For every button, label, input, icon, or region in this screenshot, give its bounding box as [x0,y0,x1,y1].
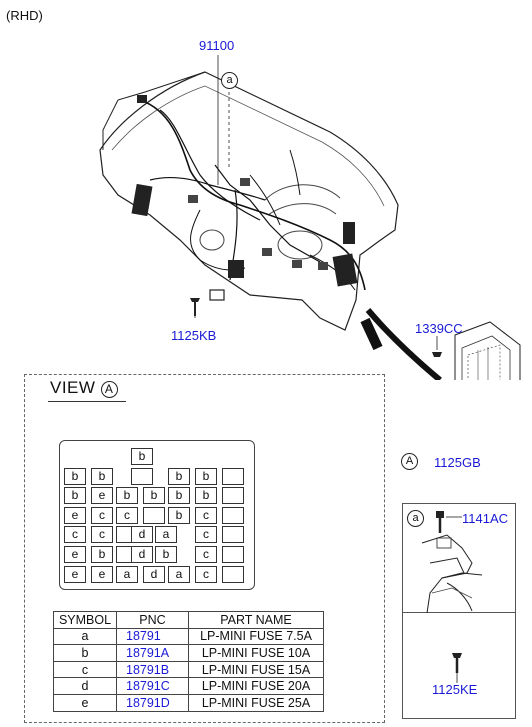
header-pnc: PNC [116,611,189,629]
callout-1339cc: 1339CC [415,321,463,336]
row-symbol: e [53,693,117,712]
marker-A-arrow: A [401,451,418,470]
fuse-slot-c: c [116,507,138,524]
row-symbol: d [53,677,117,695]
fuse-slot-c: c [91,507,113,524]
callout-1125gb: 1125GB [434,455,481,470]
fuse-slot-c: c [64,526,86,543]
header-part-name: PART NAME [188,611,324,629]
fuse-slot-empty [222,507,244,524]
callout-1141ac: 1141AC [462,511,509,526]
fuse-slot-c: c [195,566,217,583]
dashboard-harness-illustration [99,55,521,380]
fuse-slot-e: e [91,487,113,504]
fuse-slot-a: a [155,526,177,543]
fuse-slot-empty [222,487,244,504]
fuse-slot-b: b [168,507,190,524]
fuse-slot-b: b [168,487,190,504]
row-pnc-link[interactable]: 18791C [116,677,189,695]
fuse-slot-empty [222,526,244,543]
fuse-slot-empty [131,468,153,485]
row-symbol: a [53,627,117,646]
fuse-slot-a: a [168,566,190,583]
row-symbol: c [53,660,117,679]
row-pnc-link[interactable]: 18791 [116,627,189,646]
row-symbol: b [53,644,117,662]
marker-a-detail: a [407,508,424,527]
fuse-slot-b: b [91,546,113,563]
row-pnc-link[interactable]: 18791B [116,660,189,679]
row-part-name: LP-MINI FUSE 7.5A [188,627,324,646]
row-part-name: LP-MINI FUSE 25A [188,693,324,712]
fuse-slot-b: b [116,487,138,504]
rhd-label: (RHD) [6,8,43,23]
fuse-slot-b: b [143,487,165,504]
fuse-slot-c: c [195,507,217,524]
fuse-slot-empty [222,468,244,485]
fuse-slot-b: b [131,448,153,465]
fuse-slot-c: c [195,546,217,563]
fuse-slot-empty [222,546,244,563]
parts-table-header-row: SYMBOL PNC PART NAME [53,611,324,629]
fuse-slot-c: c [195,526,217,543]
callout-1125kb: 1125KB [171,328,217,343]
fuse-slot-b: b [91,468,113,485]
fuse-slot-b: b [64,487,86,504]
detail-a-panel [402,503,516,719]
row-part-name: LP-MINI FUSE 15A [188,660,324,679]
row-part-name: LP-MINI FUSE 10A [188,644,324,662]
detail-divider [402,612,515,613]
fuse-slot-d: d [143,566,165,583]
fuse-slot-b: b [155,546,177,563]
fuse-slot-d: d [131,526,153,543]
view-a-panel [24,374,385,723]
view-title-underline [48,401,126,402]
fuse-slot-b: b [195,487,217,504]
fuse-slot-b: b [64,468,86,485]
fuse-slot-c: c [91,526,113,543]
header-symbol: SYMBOL [53,611,117,629]
detail-bracket-illustration [421,511,483,683]
fuse-slot-b: b [168,468,190,485]
row-pnc-link[interactable]: 18791D [116,693,189,712]
callout-91100: 91100 [199,38,235,53]
junction-box-illustration [454,321,521,380]
row-part-name: LP-MINI FUSE 20A [188,677,324,695]
fuse-slot-a: a [116,566,138,583]
callout-1125ke: 1125KE [432,682,478,697]
fuse-slot-empty [222,566,244,583]
fuse-slot-e: e [64,546,86,563]
marker-a-main: a [221,70,238,89]
fuse-slot-empty [143,507,165,524]
fuse-slot-e: e [91,566,113,583]
view-title: VIEW A [50,378,118,398]
row-pnc-link[interactable]: 18791A [116,644,189,662]
fuse-slot-e: e [64,566,86,583]
fuse-slot-e: e [64,507,86,524]
fuse-slot-b: b [195,468,217,485]
fuse-slot-d: d [131,546,153,563]
